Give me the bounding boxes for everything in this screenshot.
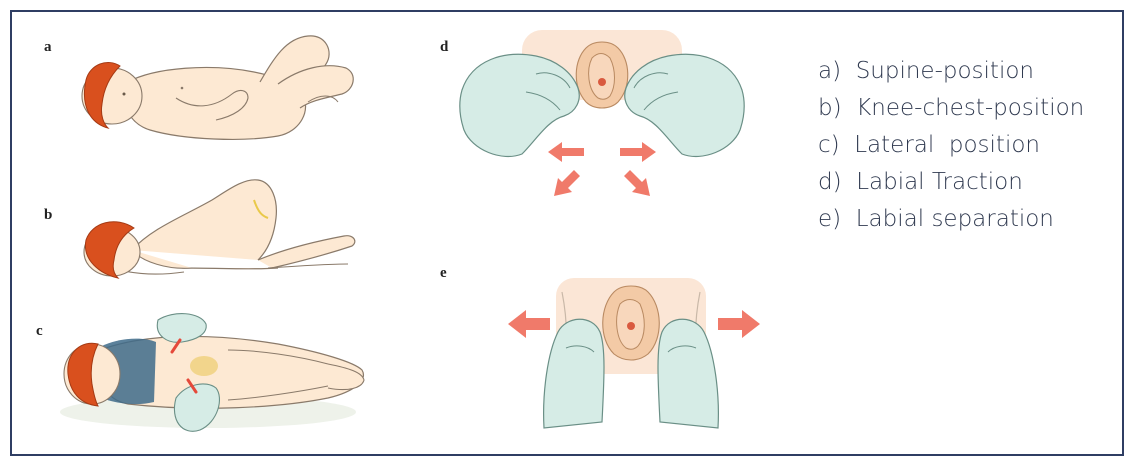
legend-item-a: a) Supine-position — [818, 56, 1084, 93]
panel-label-a: a — [44, 40, 52, 55]
knee-chest-position-illustration — [72, 164, 362, 289]
panel-label-b: b — [44, 208, 52, 223]
figure-frame: a b c — [10, 10, 1124, 456]
legend-item-e: e) Labial separation — [818, 204, 1084, 241]
position-legend: a) Supine-position b) Knee-chest-positio… — [818, 56, 1084, 241]
legend-item-d: d) Labial Traction — [818, 167, 1084, 204]
labial-traction-illustration — [452, 30, 752, 210]
legend-item-c: c) Lateral position — [818, 130, 1084, 167]
panel-label-e: e — [440, 266, 447, 281]
panel-label-d: d — [440, 40, 448, 55]
panel-label-c: c — [36, 324, 43, 339]
labial-separation-illustration — [496, 252, 766, 432]
legend-item-b: b) Knee-chest-position — [818, 93, 1084, 130]
supine-position-illustration — [64, 24, 364, 149]
lateral-position-illustration — [58, 300, 378, 440]
